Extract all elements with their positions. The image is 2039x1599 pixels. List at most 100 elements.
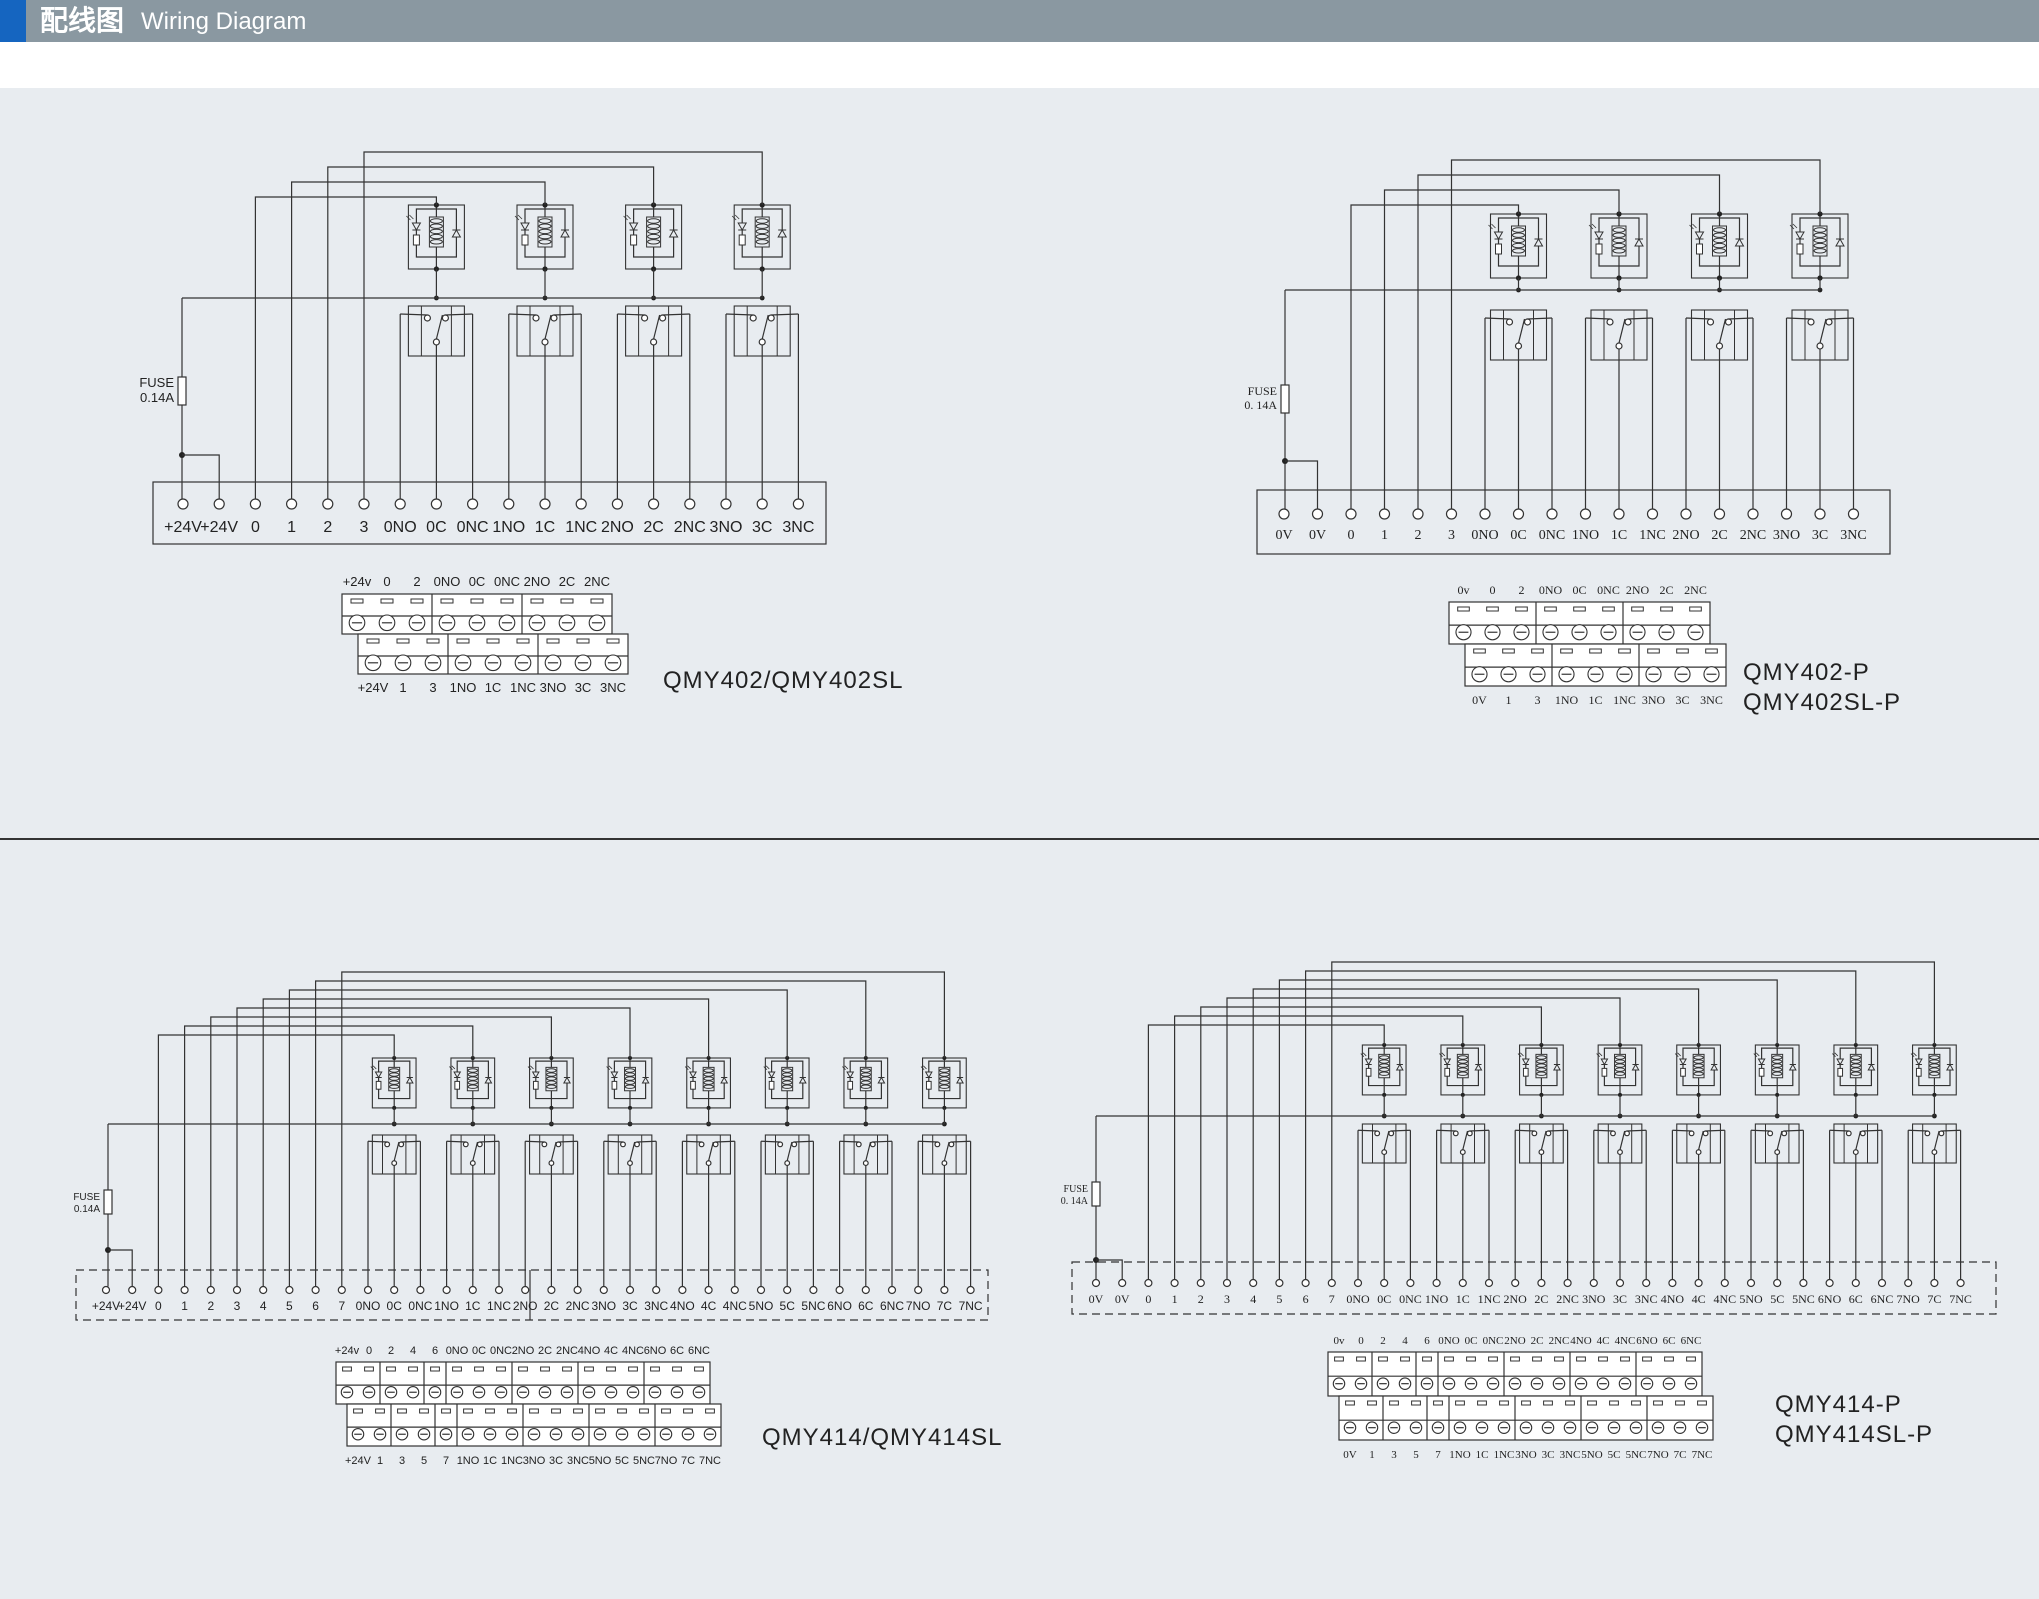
terminal-label: 4NO [670,1299,695,1313]
connector-top-label: 0 [1490,583,1496,597]
coil-turn [1536,1055,1547,1060]
contact-blade [1540,1130,1547,1150]
connector-bottom-label: 1NO [1449,1449,1470,1461]
led-lead [1839,1047,1856,1060]
contact-lead [553,313,582,316]
connector-top-label: 2NC [556,1345,578,1357]
coil-turn [1772,1059,1783,1064]
coil-turn [1713,248,1726,254]
diode-icon [1867,1063,1876,1071]
led-triangle [1757,1058,1766,1066]
terminal-pin [539,498,551,510]
led-lead [928,1060,945,1073]
terminal-label: 2NO [513,1299,538,1313]
screw-slot [440,598,454,604]
terminal-label: 7NC [959,1299,983,1313]
diode-icon [451,228,462,238]
coil-turn [1929,1063,1940,1068]
terminal-strip [1256,489,1891,555]
connector-top-label: 6NO [1636,1335,1657,1347]
coil-turn [1813,227,1827,233]
contact-nc-ring [948,1141,955,1148]
screw-slot [1531,648,1544,654]
coil-icon [466,1066,479,1092]
terminal-label: 5NO [749,1299,774,1313]
led-ray [370,1066,375,1070]
terminal-label: 3NC [1635,1292,1658,1306]
contact-common-ring [1715,342,1724,350]
resistor-icon [1696,243,1703,255]
connector-top-label: 4C [1597,1335,1610,1347]
contact-blade [865,1141,872,1161]
relay-contact-icon [462,1141,483,1167]
screw-icon [1530,1377,1544,1390]
diode-icon [1710,1063,1719,1071]
screw-slot [1466,1356,1476,1362]
diode-triangle [641,1076,650,1084]
contact-common-ring [469,1160,476,1167]
terminal-pin [599,1285,608,1295]
led-lead [1698,254,1720,267]
coil-body [1614,1053,1626,1079]
led-ray [527,1066,532,1070]
terminal-label: 7 [338,1299,345,1313]
coil-icon [388,1066,401,1092]
contact-common-ring [705,1160,712,1167]
terminal-pin [468,1285,477,1295]
terminal-pin [1353,1278,1363,1288]
coil-body [1712,225,1727,257]
contact-lead [1862,1129,1883,1132]
diode-icon [563,1076,571,1084]
contact-common-ring [1695,1149,1702,1156]
screw-slot [628,1366,638,1372]
terminal-pin [1563,1278,1572,1288]
terminal-label: 3 [1224,1292,1230,1306]
header-accent [0,0,26,42]
contact-lead [1357,1129,1378,1132]
screw-slot [516,638,530,644]
terminal-strip [75,1269,989,1321]
screw-slot [518,1366,528,1372]
screw-slot [560,598,574,604]
led-lead [1918,1047,1935,1060]
terminal-label: 3NO [1582,1292,1606,1306]
screw-slot [1543,1400,1553,1406]
coil-turn [1379,1063,1390,1068]
contact-common-ring [649,338,658,346]
coil-turn [782,1072,793,1077]
led-ray [409,214,414,220]
contact-nc-ring [767,314,775,322]
terminal-label: 0V [1275,528,1292,543]
coil-turn [1929,1071,1940,1076]
screw-slot [1356,1356,1366,1362]
coil-turn [755,239,769,245]
resistor-icon [454,1080,461,1090]
terminal-label: 0V [1089,1292,1104,1306]
resistor-icon [690,1080,696,1090]
screw-icon [483,1427,497,1441]
connector-top-label: 6NC [1681,1335,1702,1347]
coil-body [537,216,553,248]
coil-turn [1512,242,1525,249]
coil-turn [1693,1067,1704,1072]
screw-slot [474,1366,484,1372]
led-lead [692,1089,709,1100]
terminal-label: 0V [1309,528,1326,543]
terminal-pin [1196,1278,1205,1288]
terminal-label: 0NO [1346,1292,1370,1306]
diode-lead [630,1082,647,1100]
led-lead [1603,1047,1620,1060]
connector-bottom-label: 1 [377,1455,383,1467]
screw-slot [606,638,620,644]
terminal-pin [232,1285,242,1295]
terminal-label: 1NO [1425,1292,1449,1306]
screw-icon [703,1427,717,1441]
led-ray [1517,1053,1522,1057]
diode-triangle [484,1076,493,1084]
terminal-pin [547,1285,556,1295]
diode-triangle [1634,237,1644,247]
led-triangle [767,1071,776,1079]
led-lead [535,1060,552,1073]
coil-turn [703,1068,714,1073]
